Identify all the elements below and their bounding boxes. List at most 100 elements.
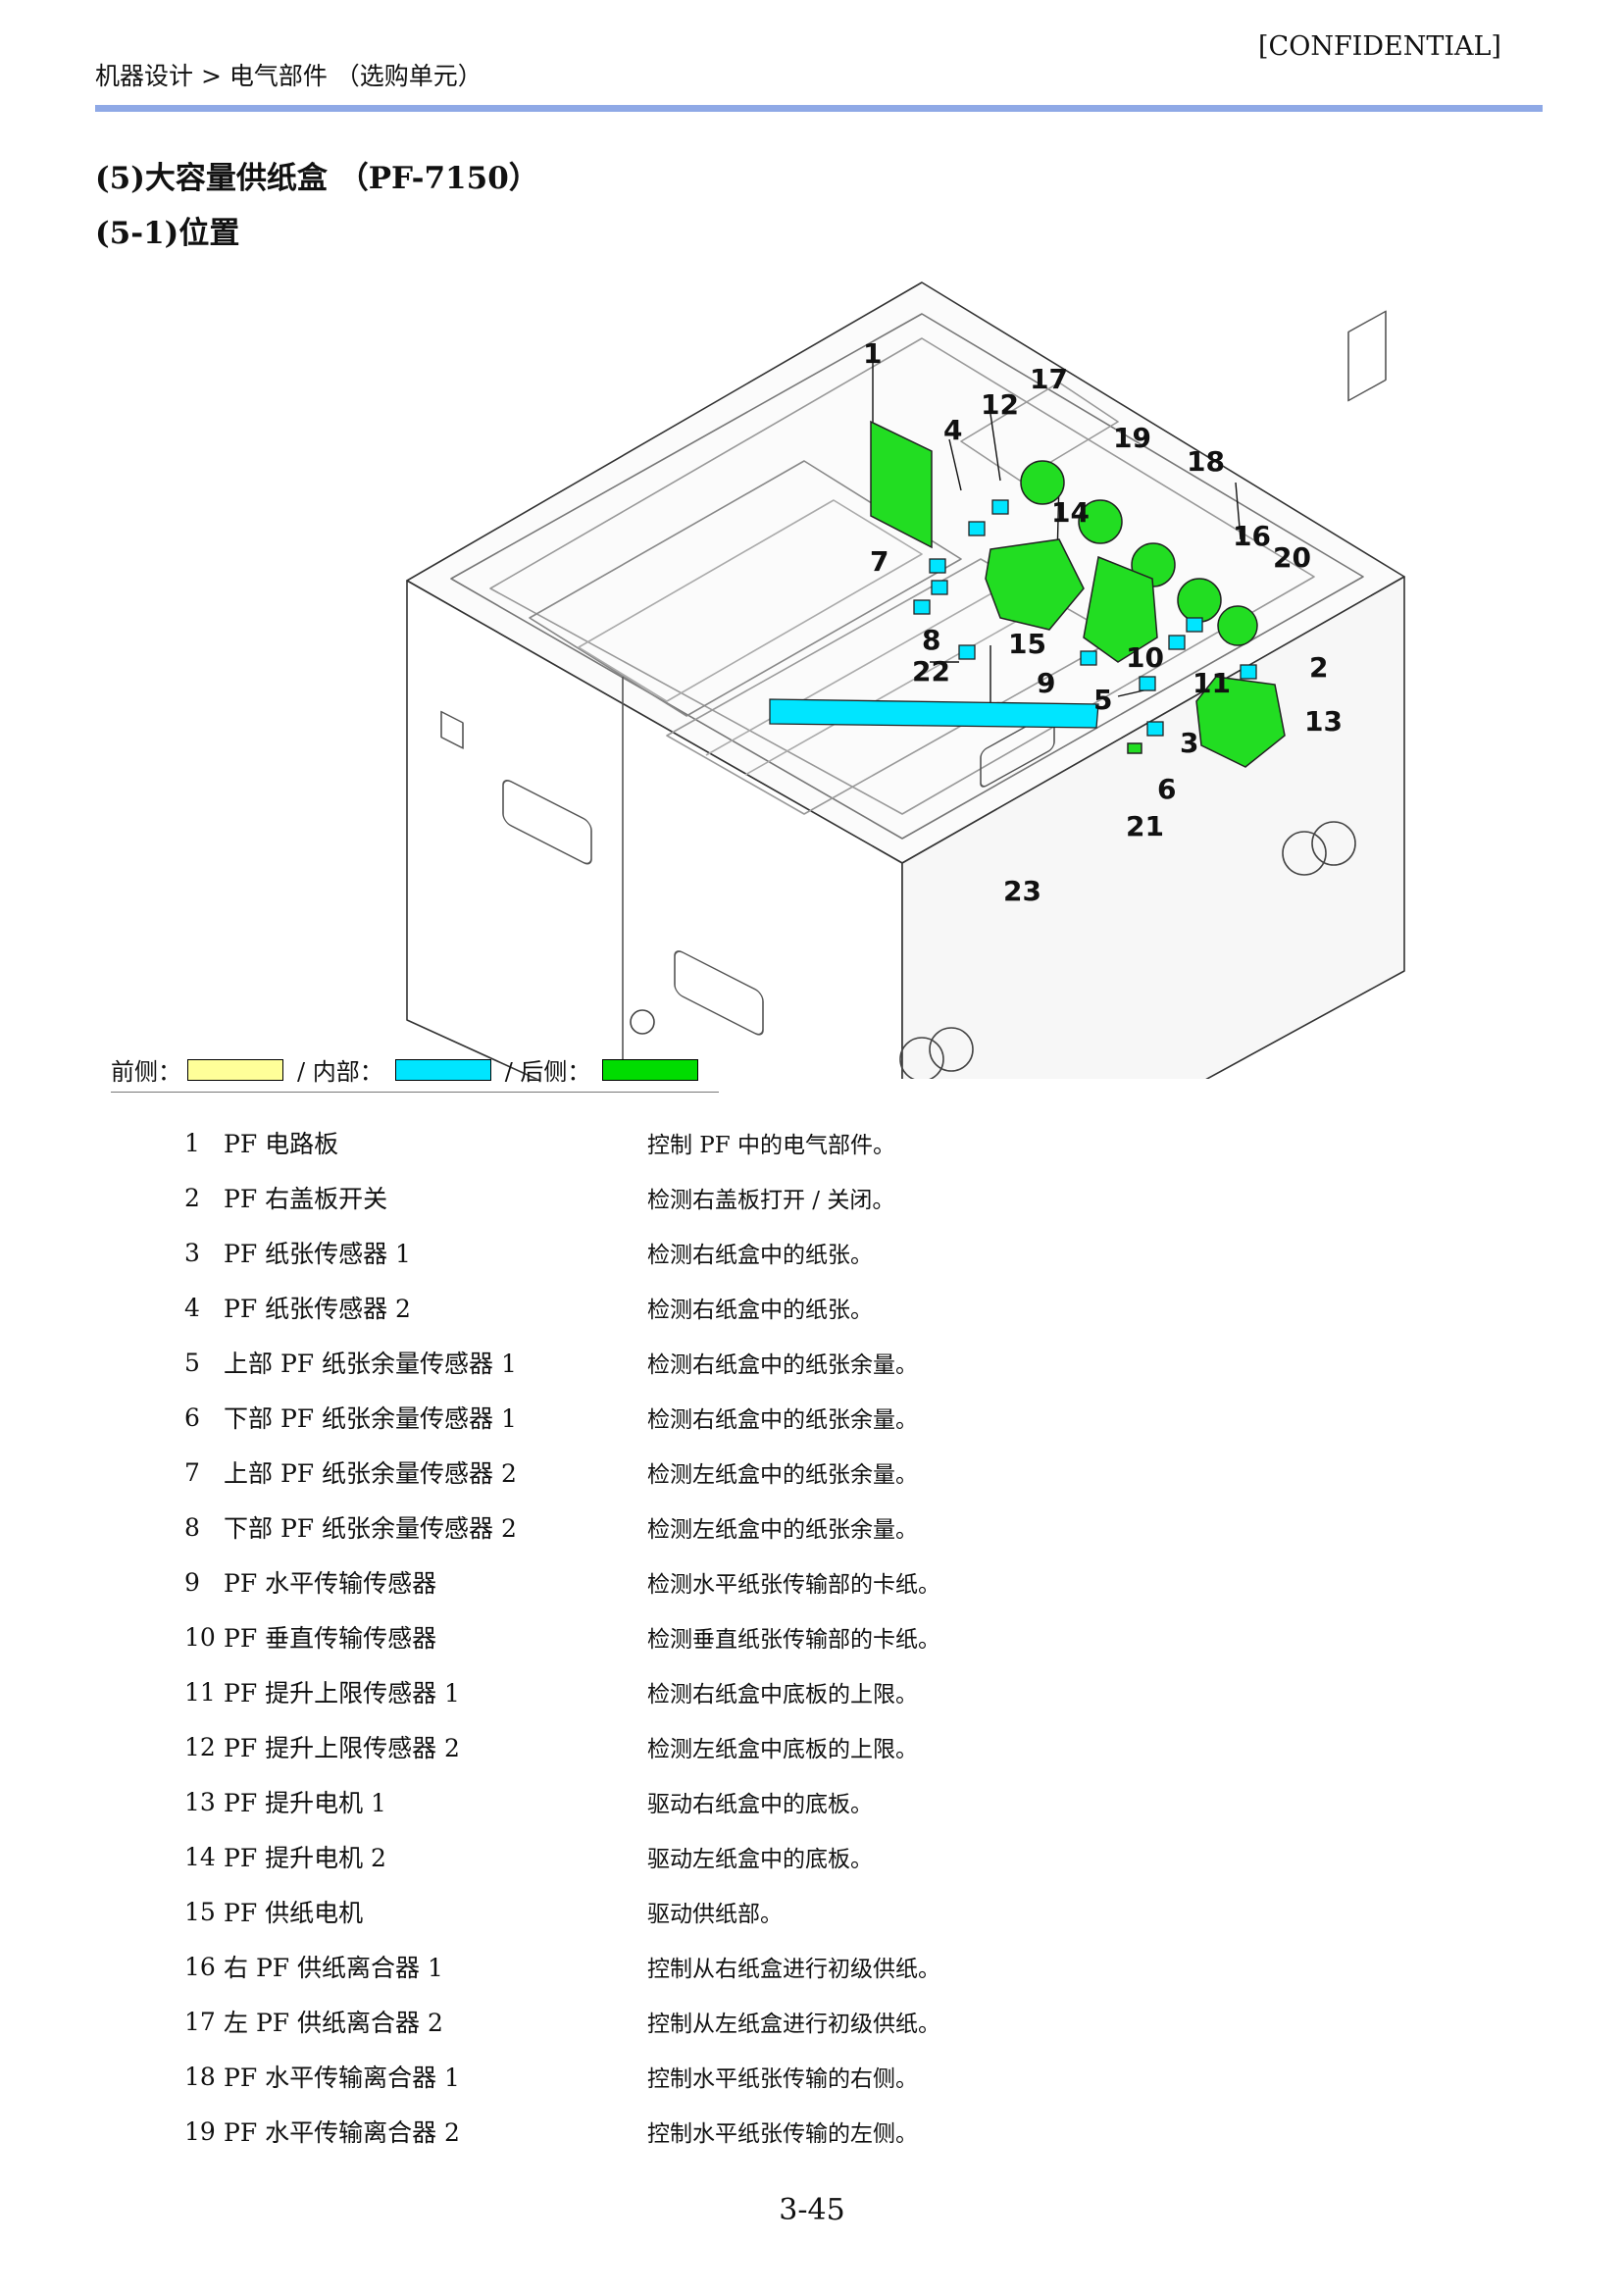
callout-10: 10	[1126, 641, 1164, 674]
list-item: 12 PF 提升上限传感器 2 检测左纸盒中底板的上限。	[184, 1719, 1067, 1774]
callout-11: 11	[1193, 667, 1231, 699]
part-name: 右 PF 供纸离合器 1	[224, 1954, 443, 1982]
callout-9: 9	[1037, 667, 1055, 699]
part-name: PF 电路板	[224, 1130, 339, 1158]
section-title: (5)大容量供纸盒 （PF-7150）	[95, 161, 539, 196]
part-name: 下部 PF 纸张余量传感器 1	[224, 1404, 517, 1433]
part-number: 18	[184, 2062, 216, 2091]
part-name: PF 垂直传输传感器	[224, 1624, 437, 1653]
part-number: 17	[184, 2007, 216, 2036]
part-description: 检测右盖板打开 / 关闭。	[647, 1188, 895, 1213]
part-number: 11	[184, 1677, 216, 1707]
callout-8: 8	[922, 624, 940, 656]
part-description: 检测右纸盒中底板的上限。	[647, 1682, 918, 1708]
color-legend: 前侧： / 内部： / 后侧：	[111, 1052, 712, 1087]
part-number: 3	[184, 1238, 200, 1267]
legend-inner-label: / 内部：	[297, 1058, 383, 1086]
list-item: 5 上部 PF 纸张余量传感器 1 检测右纸盒中的纸张余量。	[184, 1335, 1067, 1390]
list-item: 3 PF 纸张传感器 1 检测右纸盒中的纸张。	[184, 1225, 1067, 1280]
callout-12: 12	[981, 388, 1019, 421]
part-description: 检测右纸盒中的纸张余量。	[647, 1352, 918, 1378]
part-number: 7	[184, 1457, 200, 1487]
list-item: 10 PF 垂直传输传感器 检测垂直纸张传输部的卡纸。	[184, 1609, 1067, 1664]
callout-6: 6	[1157, 773, 1176, 805]
part-description: 检测右纸盒中的纸张。	[647, 1298, 873, 1323]
part-name: PF 右盖板开关	[224, 1185, 388, 1213]
part-description: 检测左纸盒中的纸张余量。	[647, 1462, 918, 1488]
callout-21: 21	[1126, 810, 1164, 842]
list-item: 13 PF 提升电机 1 驱动右纸盒中的底板。	[184, 1774, 1067, 1829]
legend-inner-swatch	[394, 1058, 491, 1081]
part-number: 19	[184, 2116, 216, 2146]
callout-22: 22	[912, 655, 950, 688]
callout-2: 2	[1309, 651, 1328, 684]
part-name: 左 PF 供纸离合器 2	[224, 2009, 443, 2037]
callout-13: 13	[1304, 705, 1343, 738]
part-number: 1	[184, 1128, 200, 1157]
part-description: 控制从左纸盒进行初级供纸。	[647, 2012, 940, 2037]
part-description: 检测左纸盒中底板的上限。	[647, 1737, 918, 1762]
part-name: PF 水平传输离合器 1	[224, 2064, 460, 2092]
legend-rear-swatch	[602, 1058, 699, 1081]
part-number: 8	[184, 1512, 200, 1542]
part-number: 10	[184, 1622, 216, 1652]
part-number: 15	[184, 1897, 216, 1926]
part-name: PF 纸张传感器 1	[224, 1240, 411, 1268]
part-description: 驱动左纸盒中的底板。	[647, 1847, 873, 1872]
part-number: 2	[184, 1183, 200, 1212]
list-item: 14 PF 提升电机 2 驱动左纸盒中的底板。	[184, 1829, 1067, 1884]
legend-underline	[111, 1092, 719, 1093]
part-number: 13	[184, 1787, 216, 1816]
callout-15: 15	[1008, 628, 1046, 660]
callout-23: 23	[1003, 875, 1041, 907]
breadcrumb: 机器设计 > 电气部件 （选购单元）	[95, 62, 482, 90]
callout-7: 7	[870, 545, 888, 578]
list-item: 11 PF 提升上限传感器 1 检测右纸盒中底板的上限。	[184, 1664, 1067, 1719]
parts-location-diagram: 1 2 3 4 5 6 7 8 9 10 11 12 13 14 15 16 1…	[406, 281, 1405, 1079]
callout-5: 5	[1093, 684, 1112, 716]
part-description: 控制水平纸张传输的左侧。	[647, 2121, 918, 2147]
legend-front-label: 前侧：	[111, 1058, 181, 1086]
part-number: 12	[184, 1732, 216, 1761]
part-description: 检测右纸盒中的纸张余量。	[647, 1407, 918, 1433]
list-item: 6 下部 PF 纸张余量传感器 1 检测右纸盒中的纸张余量。	[184, 1390, 1067, 1445]
subsection-title: (5-1)位置	[95, 216, 240, 251]
part-description: 检测左纸盒中的纸张余量。	[647, 1517, 918, 1543]
part-name: PF 水平传输离合器 2	[224, 2118, 460, 2147]
part-number: 5	[184, 1348, 200, 1377]
callout-1: 1	[863, 337, 882, 370]
list-item: 4 PF 纸张传感器 2 检测右纸盒中的纸张。	[184, 1280, 1067, 1335]
part-name: PF 提升电机 1	[224, 1789, 386, 1817]
part-number: 14	[184, 1842, 216, 1871]
part-name: PF 纸张传感器 2	[224, 1295, 411, 1323]
part-description: 控制水平纸张传输的右侧。	[647, 2066, 918, 2092]
part-number: 16	[184, 1952, 216, 1981]
part-name: PF 提升上限传感器 2	[224, 1734, 460, 1762]
part-name: PF 水平传输传感器	[224, 1569, 437, 1598]
part-number: 6	[184, 1402, 200, 1432]
list-item: 17 左 PF 供纸离合器 2 控制从左纸盒进行初级供纸。	[184, 1994, 1067, 2049]
callout-19: 19	[1113, 422, 1151, 454]
legend-rear-label: / 后侧：	[504, 1058, 591, 1086]
list-item: 9 PF 水平传输传感器 检测水平纸张传输部的卡纸。	[184, 1555, 1067, 1609]
part-description: 驱动供纸部。	[647, 1902, 783, 1927]
part-number: 9	[184, 1567, 200, 1597]
part-description: 检测水平纸张传输部的卡纸。	[647, 1572, 940, 1598]
page-number: 3-45	[779, 2193, 845, 2227]
list-item: 19 PF 水平传输离合器 2 控制水平纸张传输的左侧。	[184, 2104, 1067, 2159]
part-description: 检测右纸盒中的纸张。	[647, 1243, 873, 1268]
part-description: 驱动右纸盒中的底板。	[647, 1792, 873, 1817]
callout-20: 20	[1273, 541, 1311, 574]
header-rule	[95, 105, 1543, 112]
part-description: 检测垂直纸张传输部的卡纸。	[647, 1627, 940, 1653]
part-name: PF 提升电机 2	[224, 1844, 386, 1872]
part-number: 4	[184, 1293, 200, 1322]
part-name: 上部 PF 纸张余量传感器 1	[224, 1350, 517, 1378]
part-name: PF 提升上限传感器 1	[224, 1679, 460, 1708]
callout-16: 16	[1233, 520, 1271, 552]
callout-14: 14	[1051, 496, 1090, 529]
